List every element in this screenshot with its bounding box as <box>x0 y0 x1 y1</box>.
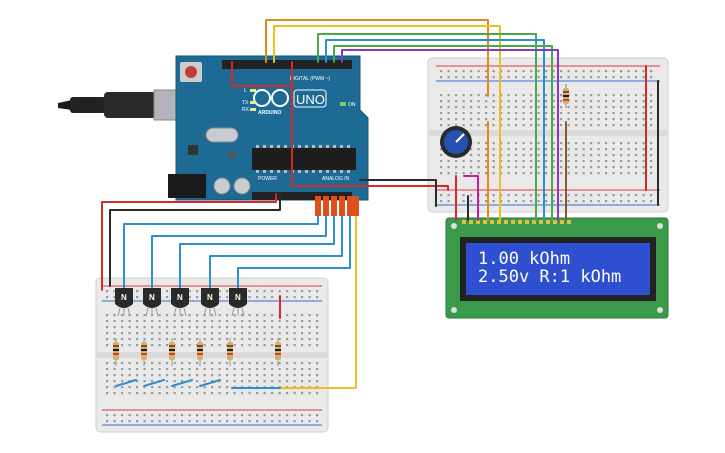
resistor-5 <box>227 338 233 366</box>
breadboard-holes <box>440 70 653 203</box>
transistor-2: N <box>143 288 161 317</box>
lcd-screen <box>466 243 650 295</box>
wire-blue-a3 <box>209 197 343 293</box>
rx-label: RX <box>242 107 250 113</box>
wire-blue-d4 <box>199 379 221 387</box>
wire-yellow-a5 <box>279 197 357 389</box>
power-jack <box>168 174 206 198</box>
tx-label: TX <box>242 100 249 106</box>
potentiometer[interactable] <box>440 126 472 158</box>
transistor-label: N <box>235 293 241 302</box>
arduino-board: DIGITAL (PWM ~) UNO ARDUINO L TX RX ON P… <box>168 55 369 201</box>
wire-orange-1 <box>265 19 489 97</box>
wire-blue-a2 <box>179 197 335 293</box>
wire-blue-d1 <box>115 379 137 387</box>
wire-magenta-lcd <box>463 175 479 221</box>
transistor-1: N <box>115 288 133 317</box>
l-label: L <box>244 88 247 94</box>
wire-red-bottom <box>101 193 277 291</box>
wire-black-top <box>359 179 437 207</box>
analog-label: ANALOG IN <box>322 176 350 182</box>
wire-green-2 <box>333 45 553 221</box>
wire-red-power <box>291 85 449 191</box>
resistors <box>113 338 281 366</box>
transistor-label: N <box>149 293 155 302</box>
resistor-6 <box>275 338 281 366</box>
wire-blue-d2 <box>143 379 165 387</box>
model-label: UNO <box>296 92 325 107</box>
transistor-5: N <box>229 288 247 317</box>
resistor-4 <box>197 338 203 366</box>
transistor-label: N <box>207 293 213 302</box>
lcd-module: 1.00 kOhm 2.50v R:1 kOhm <box>445 217 669 319</box>
lcd-line-2: 2.50v R:1 kOhm <box>478 267 621 287</box>
microcontroller-chip <box>252 148 356 170</box>
bottom-breadboard <box>95 277 329 433</box>
reset-button-cap[interactable] <box>185 66 197 78</box>
wire-red-digital <box>231 61 293 87</box>
resistor-1 <box>113 338 119 366</box>
wire-green-1 <box>317 33 537 221</box>
wire-black-power <box>109 193 281 287</box>
on-label: ON <box>348 102 356 108</box>
breadboard-holes <box>106 290 319 423</box>
wire-blue-1 <box>325 39 545 221</box>
resistor-top <box>563 84 569 108</box>
transistor-label: N <box>121 293 127 302</box>
digital-header <box>222 60 352 69</box>
power-analog-header <box>252 192 352 200</box>
transistor-3: N <box>171 288 189 317</box>
brand-label: ARDUINO <box>258 110 281 116</box>
wire-blue-a1 <box>151 197 327 293</box>
wire-blue-d3 <box>171 379 193 387</box>
resistor-3 <box>169 338 175 366</box>
resistor-2 <box>141 338 147 366</box>
lcd-line-1: 1.00 kOhm <box>478 249 570 269</box>
digital-label: DIGITAL (PWM ~) <box>290 76 330 82</box>
analog-header-pins <box>315 196 359 216</box>
transistor-4: N <box>201 288 219 317</box>
wire-purple <box>341 49 559 221</box>
wire-blue-a4 <box>237 197 351 293</box>
usb-cable <box>58 89 197 121</box>
wire-yellow-1 <box>273 25 501 221</box>
power-label: POWER <box>258 176 277 182</box>
transistor-label: N <box>177 293 183 302</box>
